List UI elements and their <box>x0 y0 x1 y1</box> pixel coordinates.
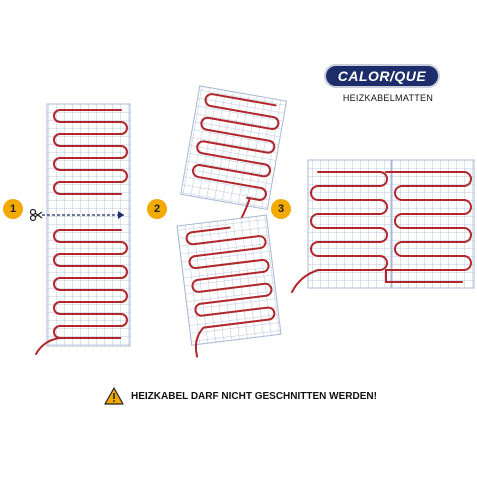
mat-3 <box>291 159 475 293</box>
warning-triangle-icon <box>104 387 124 405</box>
warning-banner: HEIZKABEL DARF NICHT GESCHNITTEN WERDEN! <box>104 387 377 405</box>
mat-2-lower <box>176 214 282 358</box>
mat-2-lower-grid <box>176 214 282 346</box>
step-badge-3: 3 <box>271 199 291 219</box>
mat-2-lower-cable <box>185 226 276 358</box>
mat-3-left-grid <box>307 159 392 289</box>
step-badge-2: 2 <box>147 199 167 219</box>
mat-3-left-cable <box>291 171 388 293</box>
warning-text: HEIZKABEL DARF NICHT GESCHNITTEN WERDEN! <box>131 390 377 402</box>
brand-logo-text: CALOR/QUE <box>337 68 427 84</box>
mat-1 <box>29 103 131 355</box>
mat-1-grid <box>46 103 131 347</box>
brand-logo: CALOR/QUE <box>324 64 440 88</box>
mat-3-right-grid <box>391 159 475 289</box>
step-badge-1: 1 <box>3 199 23 219</box>
scissors-icon <box>29 208 43 222</box>
brand-subtitle: HEIZKABELMATTEN <box>342 93 434 103</box>
mat-1-cable <box>35 109 128 355</box>
mat-3-right-cable <box>385 171 472 283</box>
mat-2-upper-cable <box>192 93 280 201</box>
cut-arrow <box>118 211 124 219</box>
mat-2-upper <box>180 85 288 211</box>
